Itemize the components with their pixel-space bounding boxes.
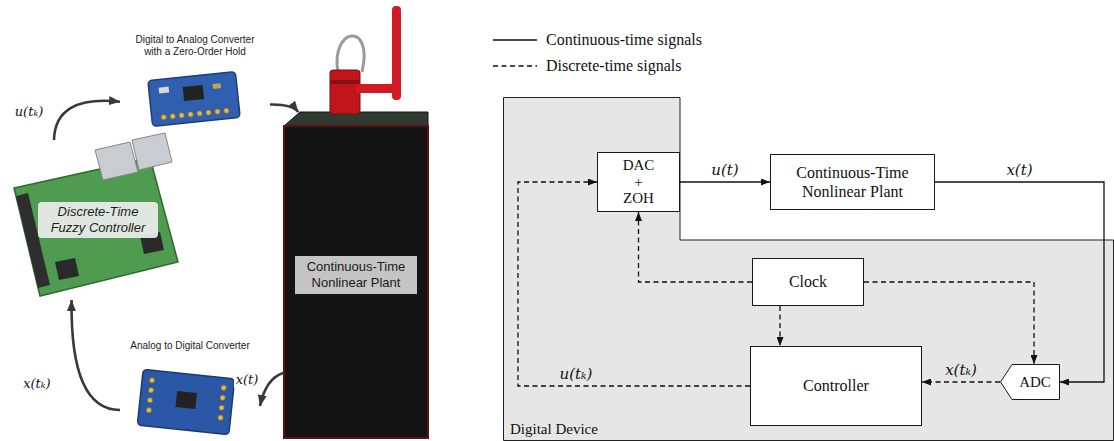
dac-chip <box>183 85 204 101</box>
dac-board-area: Digital to Analog Converter with a Zero-… <box>120 34 270 128</box>
dac-pin-row <box>161 108 229 120</box>
pin <box>179 113 185 119</box>
pi-pcb <box>14 158 178 296</box>
controller-board-area: Discrete-Time Fuzzy Controller <box>10 140 186 300</box>
legend-row: Continuous-time signals <box>493 27 702 53</box>
pin <box>220 395 226 401</box>
continuous-signal-line <box>680 181 770 182</box>
pin <box>146 407 152 413</box>
pi-usb-port <box>95 142 138 180</box>
dac-pcb <box>148 72 240 127</box>
motor-band <box>330 80 360 84</box>
adc-shape <box>1001 365 1060 400</box>
adc-chip <box>175 391 197 409</box>
region-shape <box>504 98 1114 441</box>
signal-label: x(t) <box>234 372 261 388</box>
node-text: Discrete-Time Fuzzy Controller <box>38 202 158 238</box>
pin <box>170 113 176 119</box>
node-text: Analog to Digital Converter <box>130 340 250 352</box>
process-box: Clock <box>752 258 864 306</box>
node-text: ADC <box>1019 374 1051 391</box>
pin <box>206 110 212 116</box>
process-box: Controller <box>750 346 922 426</box>
pin <box>161 114 167 120</box>
cable-loop <box>337 36 364 72</box>
pendulum-rod <box>392 6 401 100</box>
process-box: Continuous-Time Nonlinear Plant <box>770 154 935 210</box>
node-text: Clock <box>789 273 827 291</box>
legend-row: Discrete-time signals <box>493 53 702 79</box>
legend-text: Continuous-time signals <box>546 31 702 49</box>
signal-arrow <box>270 104 298 112</box>
raspberry-pi <box>14 133 178 296</box>
motor <box>330 70 360 114</box>
node-text: Continuous-Time Nonlinear Plant <box>778 163 928 201</box>
dac-board <box>148 72 240 127</box>
pin <box>218 415 224 421</box>
digital-device-region: Digital Device DAC + ZOH ClockController AD… <box>503 97 1114 441</box>
signal-arrow <box>72 300 120 410</box>
pin <box>221 385 227 391</box>
legend: Continuous-time signalsDiscrete-time sig… <box>493 27 702 79</box>
discrete-signal-line <box>518 182 750 386</box>
signal-label: u(tₖ) <box>13 104 45 120</box>
pendulum-plant <box>284 6 428 438</box>
legend-line <box>493 65 537 66</box>
pi-usb-port <box>132 133 172 170</box>
adc-board <box>137 369 234 434</box>
adc-block: ADC <box>1000 364 1060 400</box>
signal-arrow <box>54 101 120 140</box>
pin <box>224 108 230 114</box>
signal-label: x(tₖ) <box>21 376 52 392</box>
pin <box>188 112 194 118</box>
discrete-signal-line <box>639 212 753 282</box>
node-text: Continuous-Time Nonlinear Plant <box>295 256 417 294</box>
adc-board-area: Analog to Digital Converter <box>120 340 260 440</box>
signal-label: x(t) <box>1004 161 1034 180</box>
discrete-signal-line <box>922 381 1000 382</box>
signal-label: u(tₖ) <box>558 365 595 384</box>
signal-arrow <box>260 373 284 406</box>
pin <box>148 387 154 393</box>
adc-pcb <box>137 369 234 434</box>
plant-housing <box>284 126 428 438</box>
legend-line <box>493 39 537 40</box>
pin <box>197 111 203 117</box>
dac-component <box>213 83 221 89</box>
node-text: Digital to Analog Converter with a Zero-… <box>131 34 259 58</box>
pin <box>219 405 225 411</box>
pin <box>215 109 221 115</box>
dac-component <box>159 87 170 94</box>
pi-chip <box>55 258 79 280</box>
legend-text: Discrete-time signals <box>546 57 682 75</box>
node-text: Controller <box>803 377 869 395</box>
signal-label: x(tₖ) <box>943 361 979 380</box>
node-text: DAC + ZOH <box>621 157 657 207</box>
process-box: DAC + ZOH <box>597 152 680 212</box>
plant-illustration-area: Continuous-Time Nonlinear Plant <box>284 112 428 438</box>
adc-pin-row <box>146 377 226 420</box>
legend-sample <box>493 61 537 71</box>
discrete-signal-line <box>864 282 1034 364</box>
discrete-signal-line <box>779 306 780 346</box>
node-text: Digital Device <box>510 421 598 438</box>
pin <box>149 377 155 383</box>
legend-sample <box>493 35 537 45</box>
pin <box>147 397 153 403</box>
signal-label: u(t) <box>709 161 740 180</box>
